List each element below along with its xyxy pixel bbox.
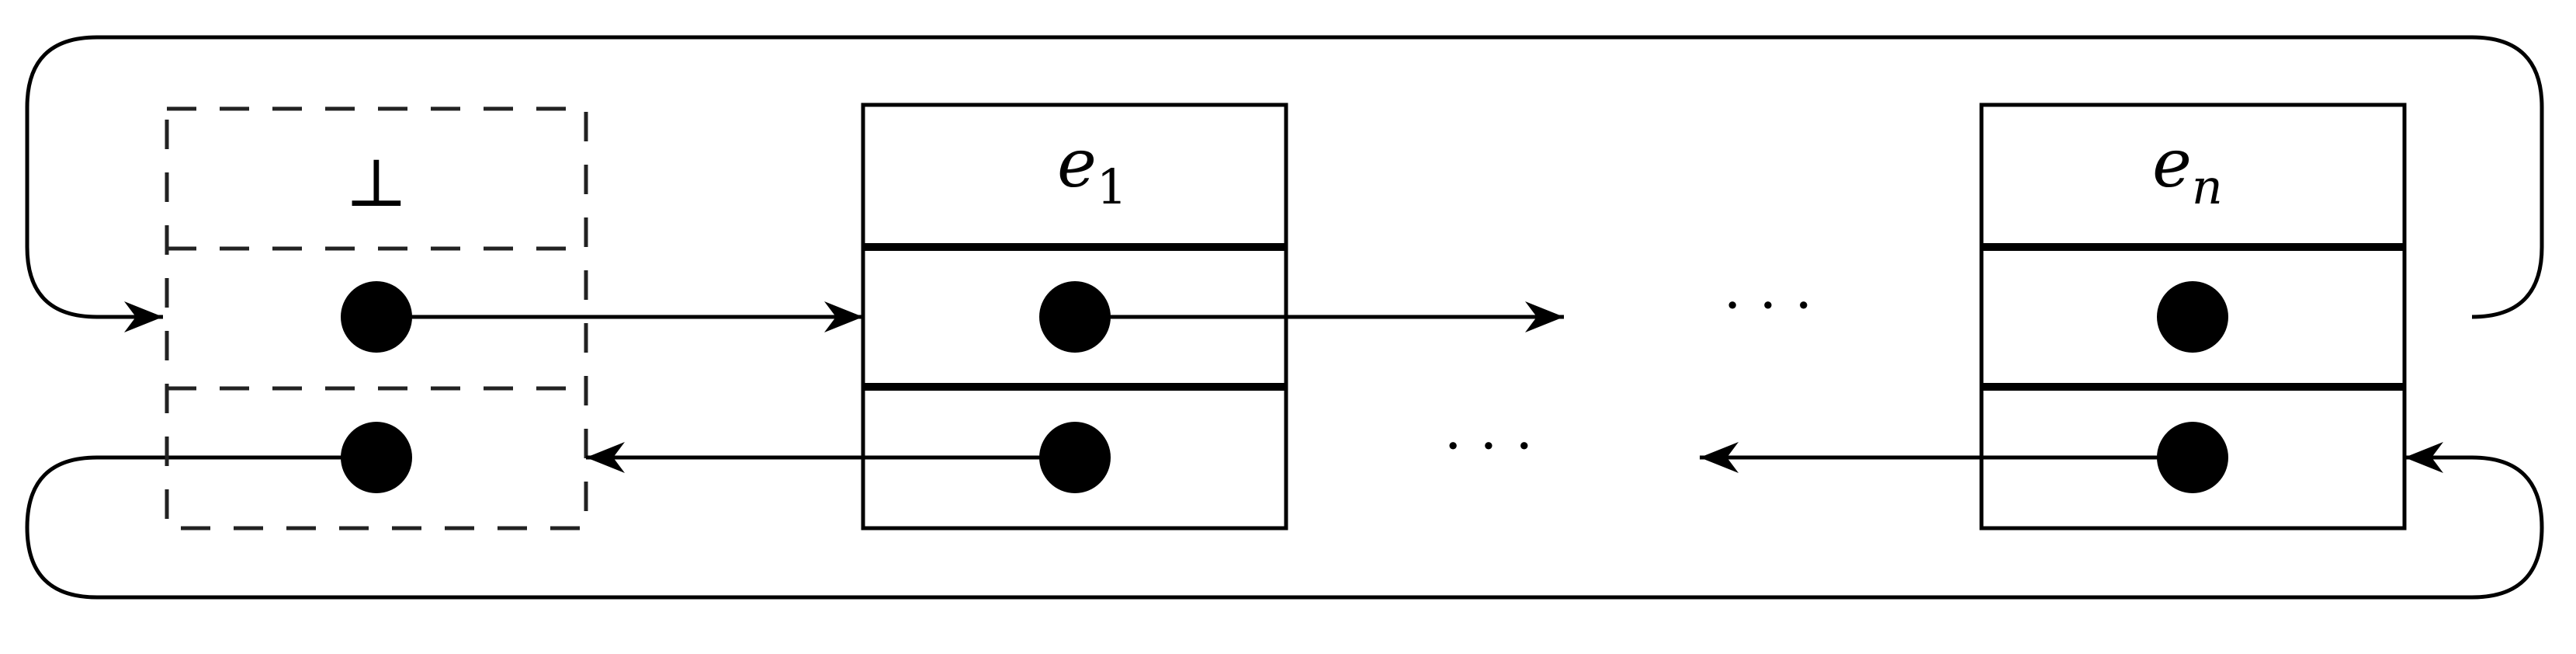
node-e1-label: e1 xyxy=(1057,125,1127,215)
node-en-label: en xyxy=(2152,125,2223,215)
node-en-next-pointer-dot xyxy=(2157,281,2228,353)
node-en-label-base: e xyxy=(2152,125,2192,203)
node-en: en xyxy=(1979,103,2407,531)
node-e1-label-base: e xyxy=(1057,125,1097,203)
node-e1-label-subscript: 1 xyxy=(1097,158,1127,215)
node-en-label-subscript: n xyxy=(2192,158,2223,215)
wraparound-next-loop xyxy=(25,35,2544,332)
sentinel-prev-pointer-dot xyxy=(341,422,412,493)
wraparound-prev-loop xyxy=(25,442,2544,600)
sentinel-node: ⊥ xyxy=(165,106,588,531)
backward-ellipsis: · · · xyxy=(1444,413,1533,478)
sentinel-label: ⊥ xyxy=(345,144,408,222)
forward-ellipsis: · · · xyxy=(1724,273,1812,338)
